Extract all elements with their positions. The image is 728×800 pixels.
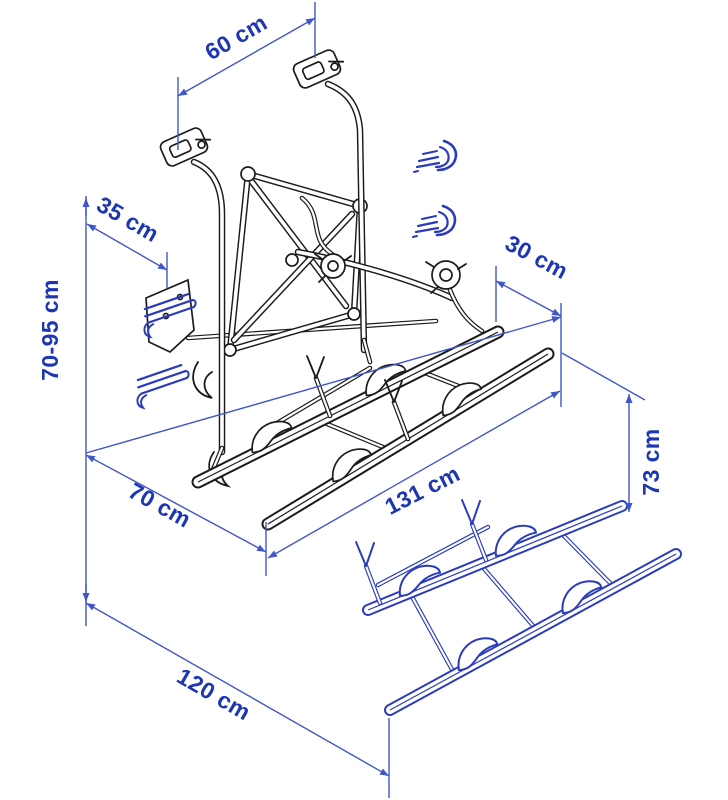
wheel-holder [457,637,499,672]
wheel-holder [398,564,442,597]
raised-rack-drawing [145,49,555,531]
dim-line-35cm [86,223,168,271]
right-support-arm [324,80,373,365]
wheel-holder [561,580,603,615]
dim-label-73cm: 73 cm [638,428,664,495]
dim-label-120cm: 120 cm [173,663,256,726]
dim-label-60cm: 60 cm [200,9,271,65]
left-mount-bracket [159,127,212,167]
crank-knob [425,260,467,294]
dim-label-35cm: 35 cm [92,191,163,247]
crank-knob [314,253,352,283]
dim-line-120cm [85,602,390,777]
dim-line-131cm [267,390,561,559]
dim-label-30cm: 30 cm [501,230,573,285]
dim-line-back-edge [85,316,562,454]
lowered-front-rail [384,548,682,716]
dim-label-70cm: 70 cm [124,477,195,532]
rail-profile-icon [143,292,197,339]
rail-profile-icon [136,363,190,410]
dim-line-60cm [177,17,316,97]
right-mount-bracket [292,49,345,89]
dim-line-30cm [495,280,562,317]
rail-clip-icon [413,139,458,173]
dim-line-70cm [85,454,267,553]
rail-clip-icon [412,204,457,238]
frame-holder-post [355,541,383,606]
left-support-arm [190,158,226,483]
lowered-rack-drawing [355,499,682,716]
dimension-extension-lines [166,2,646,798]
dim-label-70-95cm: 70-95 cm [37,279,63,381]
